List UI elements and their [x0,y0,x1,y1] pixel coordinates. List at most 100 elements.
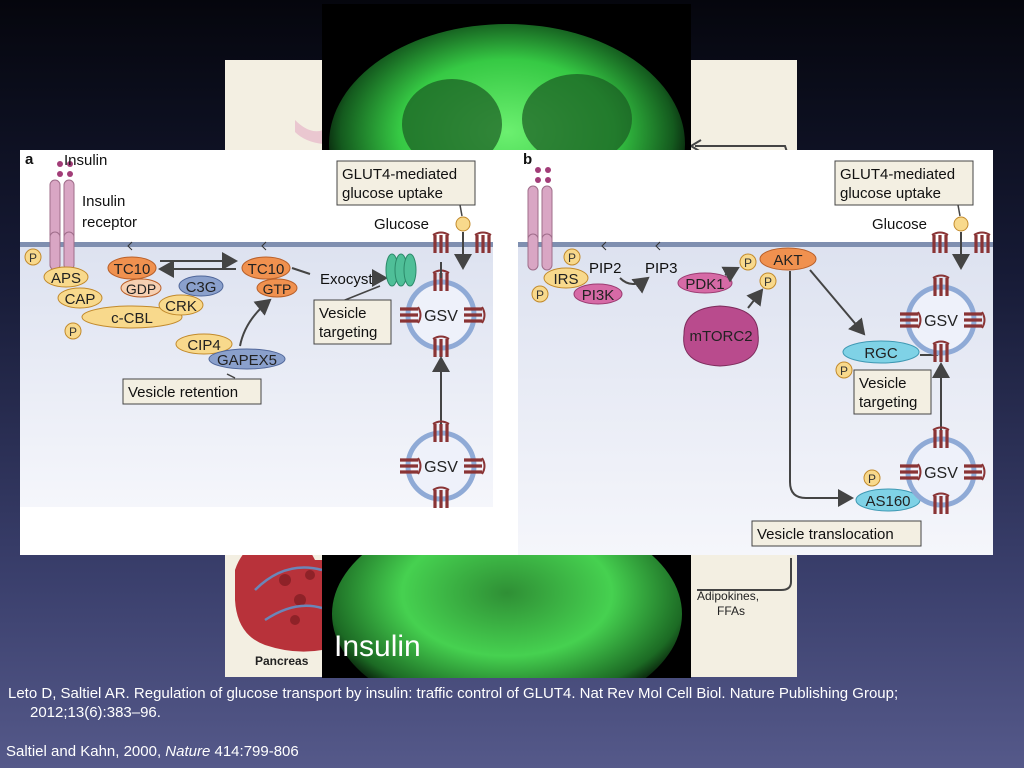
glut4-signalling-figure: a Insulin Insulin receptor P APS CAP c-C… [20,150,993,555]
insulin-receptor [63,179,75,241]
aps-node [43,266,89,288]
panel-b-letter: b [523,151,532,168]
gsv-label: GSV [424,459,458,476]
lipid-anchor [261,241,267,251]
vesicle-targeting-box [853,369,932,415]
phospho-badge [863,469,881,487]
glut4-transporter [972,230,992,255]
callout-line [459,204,463,217]
c-cbl-node [81,305,183,329]
phospho-badge [563,248,581,266]
glut4-transporter [898,462,923,482]
akt-to-as160-arrow [789,271,854,507]
citation-leto-saltiel: Leto D, Saltiel AR. Regulation of glucos… [8,685,899,721]
pdk1-node [677,272,733,294]
gdp-node [120,278,162,298]
rgc-label: RGC [864,345,898,362]
insulin-dot [535,177,541,183]
callout-line [339,285,381,303]
glut4-transporter [431,419,451,444]
glucose-label: Glucose [872,216,927,233]
tc10-gtp-label: TC10 [248,261,285,278]
vesicle-translocation-label: Vesicle translocation [757,526,894,543]
gdp-label: GDP [126,281,156,297]
panel-b: b P IRS P PI3K PIP2 PIP3 PDK1 [518,151,993,555]
phospho-label: P [536,288,544,302]
receptor-label-2: receptor [82,214,137,231]
citation-authors: Saltiel and Kahn, 2000, [6,743,166,760]
glucose-label: Glucose [374,216,429,233]
mtorc2-label: mTORC2 [689,328,752,345]
glucose-molecule [953,216,969,232]
glut4-transporter [931,273,951,298]
insulin-label: Insulin [64,152,107,169]
mtorc2-arrow [746,288,764,309]
akt-node [759,247,817,271]
lipid-anchor [601,241,607,251]
glut4-transporter [931,339,951,364]
citation-journal: Nature [165,743,211,760]
citation-saltiel-kahn: Saltiel and Kahn, 2000, Nature 414:799-8… [6,742,299,761]
panel-a-membrane [20,242,493,247]
akt-to-rgc-arrow [809,269,866,336]
phospho-label: P [868,472,876,486]
uptake-label-1: GLUT4-mediated [342,166,457,183]
vesicle-translocation-box [751,520,922,547]
phospho-label: P [568,251,576,265]
phospho-label: P [840,364,848,378]
phospho-badge [531,285,549,303]
arrow-line-adipokines [697,558,792,591]
c-cbl-label: c-CBL [111,310,153,327]
pancreas-islet [290,615,300,625]
gapex5-node [208,348,286,370]
tc10-gdp-node [107,256,157,280]
gapex5-arrow [239,298,272,347]
gsv-label: GSV [424,308,458,325]
pdk1-arrow [721,266,740,283]
pancreas-islet [279,574,291,586]
citation-volume: 414:799-806 [210,743,299,760]
mtorc2-complex [683,305,759,367]
callout-line [226,373,236,379]
phospho-label: P [69,325,77,339]
glut4-transporter [431,334,451,359]
phospho-badge [759,272,777,290]
uptake-label-1: GLUT4-mediated [840,166,955,183]
receptor-label-1: Insulin [82,193,125,210]
insulin-dot [535,167,541,173]
pancreatic-duct [254,566,323,622]
pancreas-islet [294,594,306,606]
cap-label: CAP [65,291,96,308]
vesicle-retention-box [122,378,262,405]
phospho-badge [24,248,42,266]
glut4-transporter [931,425,951,450]
insulin-dot [545,177,551,183]
vesicle-targeting-label-2: targeting [859,394,917,411]
pi3k-label: PI3K [582,287,615,304]
tissue-shape [295,120,323,144]
insulin-dot [545,167,551,173]
insulin-dot [67,161,73,167]
vesicle-targeting-label-1: Vesicle [859,375,907,392]
pancreas-shape [235,539,322,652]
pancreas-islet [305,570,315,580]
glut4-transporter [962,462,987,482]
tc10-gtp-node [241,256,291,280]
glut4-transporter [931,491,951,516]
callout-line [957,204,961,217]
glut4-transporter [398,305,423,325]
cap-node [57,287,103,309]
insulin-dot [57,171,63,177]
glut4-transporter [398,456,423,476]
gsv-label: GSV [924,465,958,482]
connector-line [291,267,311,275]
panel-a-letter: a [25,151,34,168]
panel-a: a Insulin Insulin receptor P APS CAP c-C… [20,151,493,510]
glut4-transporter [962,310,987,330]
pip3-label: PIP3 [645,260,678,277]
glut4-transporter [473,230,493,255]
phospho-badge [64,322,82,340]
insulin-receptor [527,233,539,271]
cip4-node [175,333,233,355]
phospho-label: P [764,275,772,289]
